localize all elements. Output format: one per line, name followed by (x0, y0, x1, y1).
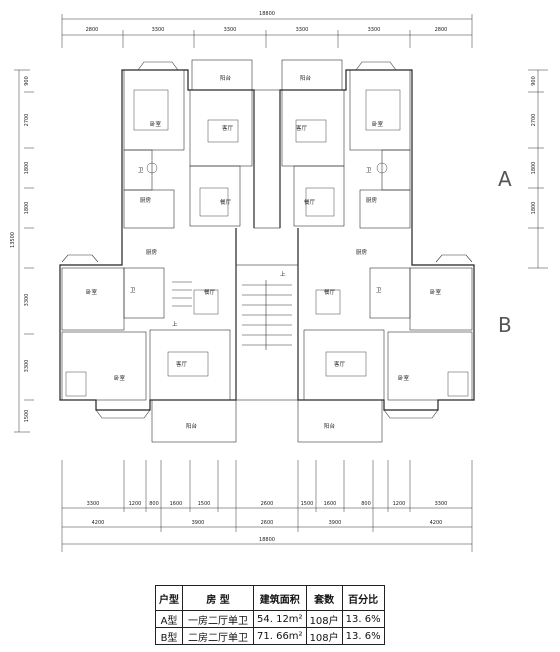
bottom-dimension-7: 1500 (301, 501, 314, 507)
table-header: 建筑面积 (253, 585, 307, 611)
bottom-dimension-row2-4: 3900 (329, 520, 342, 526)
table-header: 套数 (305, 585, 343, 611)
bottom-dimension-row2-5: 4200 (430, 520, 443, 526)
right-dimension-1: 900 (531, 76, 537, 86)
bottom-dimension-3: 800 (149, 501, 159, 507)
table-cell: 二房二厅单卫 (182, 627, 254, 645)
top-dimension-2: 3300 (152, 27, 165, 33)
room-label-living: 客厅 (176, 360, 188, 368)
left-dimension-4: 1800 (24, 202, 30, 215)
room-label-dining: 餐厅 (304, 198, 316, 206)
table-cell: B型 (155, 627, 183, 645)
table-header: 房 型 (182, 585, 254, 611)
unit-b-marker: B (498, 313, 512, 337)
room-label-bedroom: 卧室 (372, 120, 384, 128)
room-label-bedroom: 卧室 (150, 120, 162, 128)
top-dimension-lines: 18800 2800 3300 3300 3300 3300 2800 (61, 11, 473, 48)
bottom-dimension-10: 1200 (393, 501, 406, 507)
bottom-total-dimension: 18800 (259, 537, 275, 543)
room-label-bedroom: 卧室 (86, 288, 98, 296)
room-label-dining: 餐厅 (204, 288, 216, 296)
right-dimension-lines: 900 2700 1800 1800 (528, 69, 548, 269)
left-dimension-7: 1500 (24, 410, 30, 423)
table-cell: 108户 (305, 627, 343, 645)
bottom-dimension-2: 1200 (129, 501, 142, 507)
left-dimension-3: 1800 (24, 162, 30, 175)
room-label-bedroom: 卧室 (398, 374, 410, 382)
room-label-bedroom: 卧室 (114, 374, 126, 382)
bottom-dimension-1: 3300 (87, 501, 100, 507)
room-label-living: 客厅 (334, 360, 346, 368)
room-label-dining: 餐厅 (220, 198, 232, 206)
left-total-dimension: 13500 (10, 232, 16, 248)
room-label-bath: 卫 (138, 167, 144, 174)
top-dimension-5: 3300 (368, 27, 381, 33)
table-cell: 54. 12m² (253, 610, 307, 628)
bottom-dimension-6: 2600 (261, 501, 274, 507)
room-label-balcony: 阳台 (324, 422, 336, 430)
unit-a-marker: A (498, 167, 512, 191)
room-label-bath: 卫 (376, 287, 382, 294)
table-row: B型 二房二厅单卫 71. 66m² 108户 13. 6% (155, 627, 385, 645)
bottom-dimension-8: 1600 (324, 501, 337, 507)
area-table: 户型 房 型 建筑面积 套数 百分比 A型 一房二厅单卫 54. 12m² 10… (155, 585, 385, 645)
table-cell: 108户 (305, 610, 343, 628)
bottom-dimension-9: 800 (361, 501, 371, 507)
unit-b-walls (59, 228, 475, 443)
table-header: 百分比 (341, 585, 385, 611)
top-dimension-3: 3300 (224, 27, 237, 33)
bottom-dimension-11: 3300 (435, 501, 448, 507)
room-label-kitchen: 厨房 (366, 196, 378, 204)
table-header: 户型 (155, 585, 183, 611)
top-dimension-4: 3300 (296, 27, 309, 33)
right-dimension-3: 1800 (531, 162, 537, 175)
bottom-dimension-5: 1500 (198, 501, 211, 507)
furniture (65, 89, 469, 397)
table-header-row: 户型 房 型 建筑面积 套数 百分比 (155, 585, 385, 611)
table-row: A型 一房二厅单卫 54. 12m² 108户 13. 6% (155, 610, 385, 628)
bottom-dimension-lines: 3300 1200 800 1600 1500 2600 1500 1600 8… (61, 460, 473, 552)
room-label-living: 客厅 (222, 124, 234, 132)
room-label-balcony: 阳台 (300, 74, 312, 82)
table-cell: 13. 6% (341, 610, 385, 628)
unit-a-walls (121, 59, 413, 229)
stair-up-label: 上 (280, 270, 286, 278)
left-dimension-1: 900 (24, 76, 30, 86)
room-label-living: 客厅 (296, 124, 308, 132)
left-dimension-2: 2700 (24, 114, 30, 127)
bottom-dimension-row2-2: 3900 (192, 520, 205, 526)
left-dimension-5: 3300 (24, 294, 30, 307)
left-dimension-lines: 13500 900 2700 1800 1800 3300 3300 1500 (10, 69, 34, 433)
room-label-kitchen: 厨房 (140, 196, 152, 204)
bottom-dimension-row2-1: 4200 (92, 520, 105, 526)
top-dimension-6: 2800 (435, 27, 448, 33)
room-label-kitchen: 厨房 (146, 248, 158, 256)
left-dimension-6: 3300 (24, 360, 30, 373)
right-dimension-2: 2700 (531, 114, 537, 127)
room-label-balcony: 阳台 (220, 74, 232, 82)
room-label-kitchen: 厨房 (356, 248, 368, 256)
table-cell: 71. 66m² (253, 627, 307, 645)
table-cell: A型 (155, 610, 183, 628)
room-label-bath: 卫 (130, 287, 136, 294)
room-label-balcony: 阳台 (186, 422, 198, 430)
right-dimension-4: 1800 (531, 202, 537, 215)
table-cell: 13. 6% (341, 627, 385, 645)
room-label-bedroom: 卧室 (430, 288, 442, 296)
room-label-dining: 餐厅 (324, 288, 336, 296)
bottom-dimension-row2-3: 2600 (261, 520, 274, 526)
top-total-dimension: 18800 (259, 11, 275, 17)
room-labels: 卧室 卧室 阳台 阳台 客厅 客厅 卫 卫 厨房 厨房 餐厅 餐厅 厨房 厨房 … (86, 74, 442, 430)
top-dimension-1: 2800 (86, 27, 99, 33)
table-cell: 一房二厅单卫 (182, 610, 254, 628)
stair-up-label: 上 (172, 320, 178, 328)
room-label-bath: 卫 (366, 167, 372, 174)
bottom-dimension-4: 1600 (170, 501, 183, 507)
